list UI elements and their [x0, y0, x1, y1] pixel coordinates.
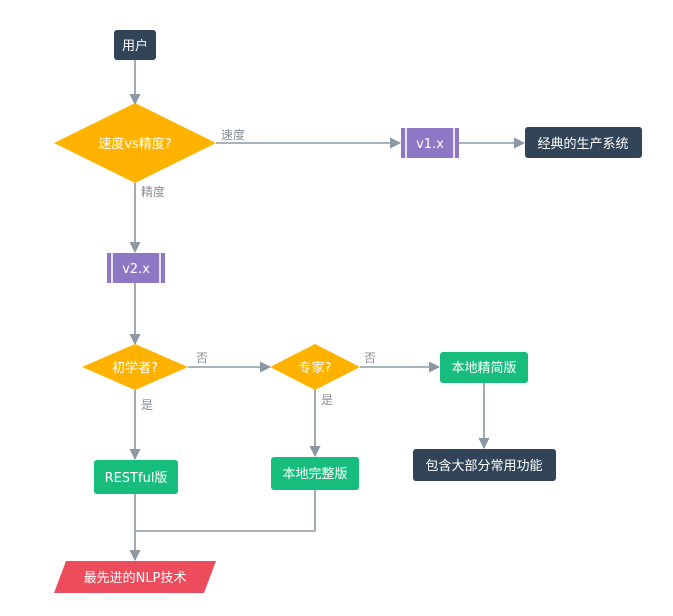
node-classic-production: 经典的生产系统: [525, 127, 642, 158]
edge-label-accuracy: 精度: [141, 184, 165, 199]
node-restful-label: RESTful版: [105, 471, 168, 486]
decision-expert: 专家?: [270, 344, 360, 390]
decision-speed-vs-accuracy: 速度vs精度?: [54, 103, 216, 183]
node-local-lite: 本地精简版: [440, 352, 528, 383]
node-local-full: 本地完整版: [271, 457, 359, 490]
node-advanced-nlp-label: 最先进的NLP技术: [84, 570, 187, 586]
process-v1: v1.x: [401, 128, 459, 158]
node-classic-production-label: 经典的生产系统: [537, 136, 628, 152]
node-advanced-nlp: 最先进的NLP技术: [54, 561, 216, 593]
node-restful: RESTful版: [94, 460, 178, 494]
node-user-label: 用户: [122, 38, 148, 54]
edge-label-no-2: 否: [364, 351, 376, 365]
decision-beginner-label: 初学者?: [112, 360, 158, 376]
node-local-full-label: 本地完整版: [282, 467, 347, 482]
decision-beginner: 初学者?: [82, 344, 188, 390]
edge-label-no-1: 否: [196, 351, 208, 365]
decision-speed-vs-accuracy-label: 速度vs精度?: [98, 136, 171, 152]
node-user: 用户: [114, 30, 156, 60]
edges: [129, 60, 526, 562]
node-common-features-label: 包含大部分常用功能: [425, 458, 542, 474]
edge-label-speed: 速度: [221, 127, 245, 142]
edge-full-to-merge: [135, 490, 316, 532]
node-local-lite-label: 本地精简版: [451, 360, 516, 376]
edge-label-yes-2: 是: [321, 393, 333, 407]
process-v2: v2.x: [107, 253, 165, 283]
process-v2-label: v2.x: [122, 262, 150, 277]
node-common-features: 包含大部分常用功能: [413, 449, 556, 481]
edge-label-yes-1: 是: [141, 398, 153, 412]
process-v1-label: v1.x: [416, 137, 444, 152]
decision-expert-label: 专家?: [299, 360, 332, 376]
